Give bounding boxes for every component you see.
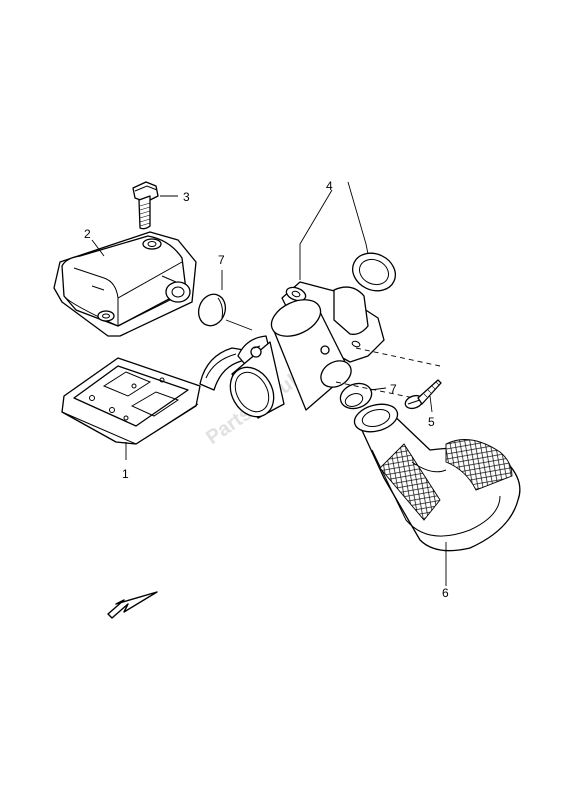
leader-5 bbox=[429, 395, 433, 413]
callout-6: 6 bbox=[442, 586, 449, 600]
callout-2: 2 bbox=[84, 227, 91, 241]
part-6-hose[interactable] bbox=[351, 400, 521, 552]
front-direction-arrow-icon bbox=[107, 591, 158, 619]
leader-5-dashes bbox=[335, 347, 441, 399]
leader-7-upper-b bbox=[225, 319, 253, 331]
leader-4 bbox=[299, 181, 369, 280]
part-7-oring-lower[interactable] bbox=[337, 379, 375, 412]
part-1-gasket[interactable] bbox=[61, 357, 201, 445]
part-3-bolt[interactable] bbox=[132, 181, 159, 230]
leader-lines bbox=[91, 181, 447, 586]
callout-5: 5 bbox=[428, 415, 435, 429]
part-5-screw[interactable] bbox=[403, 379, 442, 411]
leader-2 bbox=[91, 239, 105, 257]
callout-7-upper: 7 bbox=[218, 253, 225, 267]
callout-7-lower: 7 bbox=[390, 382, 397, 396]
part-4-pipe-assembly[interactable] bbox=[222, 246, 402, 424]
callout-1: 1 bbox=[122, 467, 129, 481]
part-2-cover[interactable] bbox=[53, 231, 197, 337]
part-7-oring-upper[interactable] bbox=[194, 291, 229, 330]
callout-4: 4 bbox=[326, 179, 333, 193]
callout-3: 3 bbox=[183, 190, 190, 204]
